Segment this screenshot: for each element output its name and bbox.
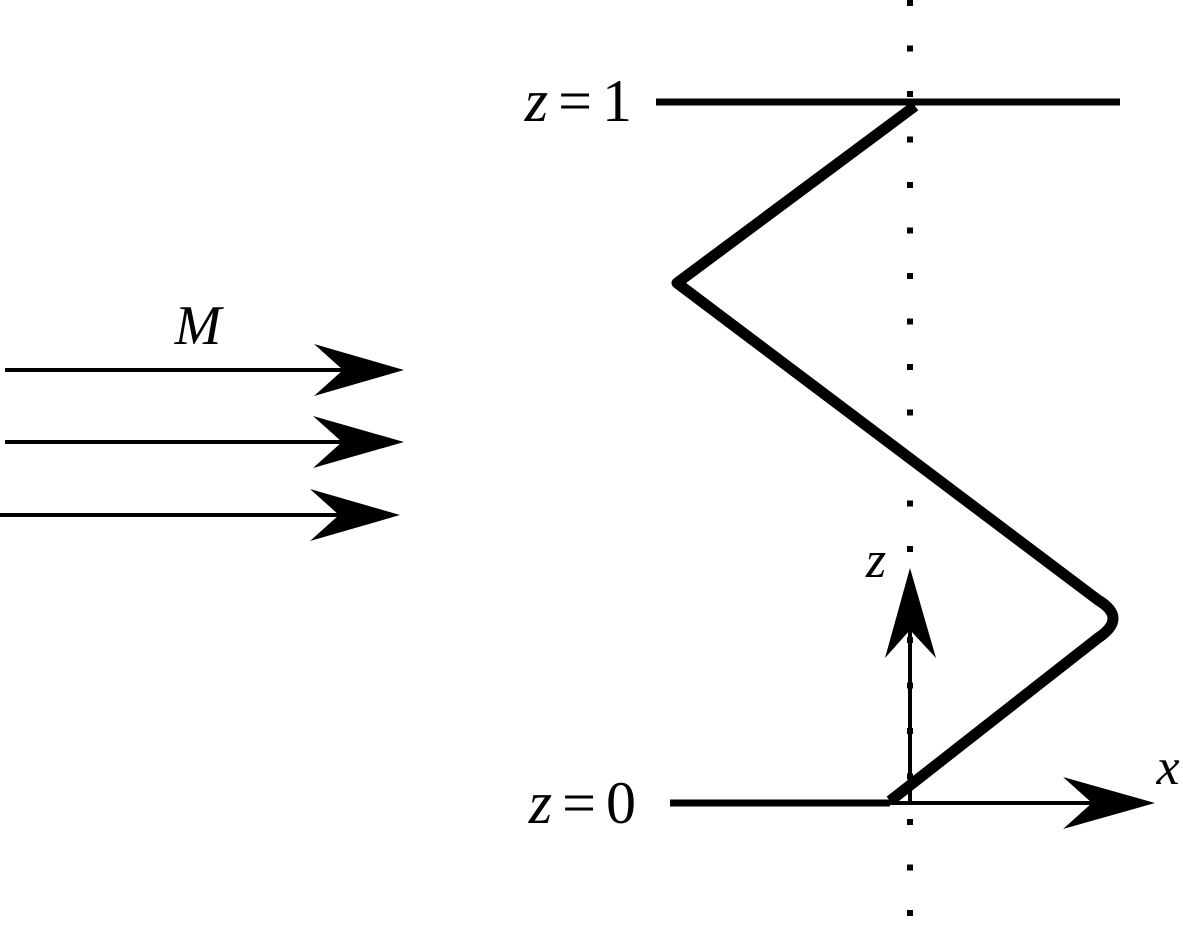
bottom-boundary-label: z=0	[528, 770, 636, 836]
centerline-dot	[907, 409, 913, 416]
flow-arrow-3	[0, 489, 400, 541]
flow-arrow-1	[5, 344, 404, 396]
top-boundary-label: z=1	[524, 68, 632, 134]
z-axis-arrow	[885, 568, 936, 803]
centerline-dot	[907, 546, 913, 552]
centerline-dot	[907, 318, 913, 325]
right-arrow-icon	[310, 489, 400, 541]
z-axis-arrowhead-icon	[885, 568, 936, 658]
flow-arrows	[0, 344, 404, 541]
z-axis-label: z	[865, 532, 886, 589]
centerline-dot	[907, 910, 913, 916]
centerline-dot	[907, 45, 913, 52]
x-axis-arrowhead-icon	[1063, 777, 1155, 829]
centerline-dot	[907, 273, 913, 279]
centerline-dot	[907, 364, 913, 370]
centerline-dot	[907, 227, 913, 234]
centerline-dot	[907, 182, 913, 188]
centerline-dot	[907, 864, 913, 871]
flow-label: M	[174, 295, 225, 357]
right-arrow-icon	[313, 416, 404, 468]
centerline-dot	[907, 136, 913, 143]
centerline-dot	[907, 91, 913, 97]
right-arrow-icon	[314, 344, 404, 396]
x-axis-label: x	[1155, 739, 1179, 796]
x-axis-arrow	[890, 777, 1155, 829]
centerline-dot	[907, 500, 913, 507]
zigzag-profile	[671, 101, 1119, 806]
centerline-dot	[907, 0, 913, 6]
centerline-dot	[907, 819, 913, 825]
flow-arrow-2	[5, 416, 404, 468]
